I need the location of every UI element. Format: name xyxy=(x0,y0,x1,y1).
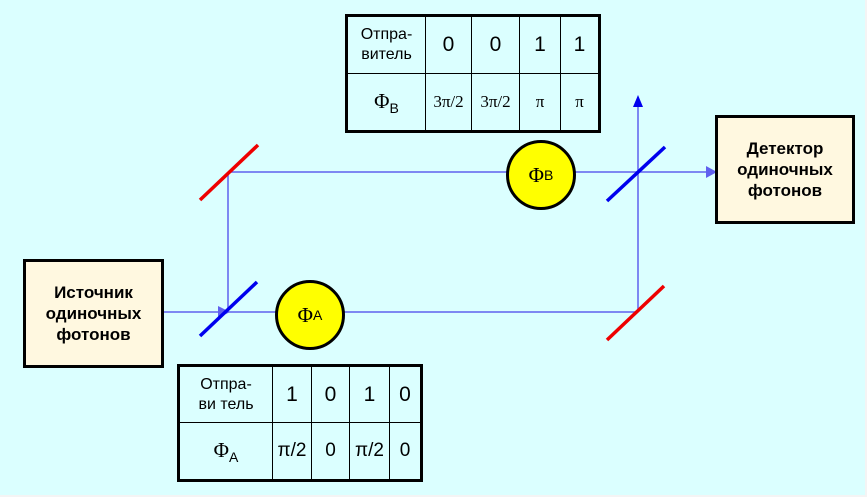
arrow-up-output-icon xyxy=(633,95,643,107)
detector-label-line: одиночных xyxy=(737,160,833,179)
phase-header-cell: ΦB xyxy=(346,73,426,132)
sender-bit-cell: 1 xyxy=(560,15,600,74)
table-row-phase: ΦB 3π/2 3π/2 π π xyxy=(346,73,600,132)
sender-bit-cell: 0 xyxy=(425,15,472,74)
phase-table-a: Отпра- ви тель 1 0 1 0 ΦA π/2 0 π/2 0 xyxy=(177,364,423,482)
photon-source-box: Источник одиночных фотонов xyxy=(23,259,164,368)
source-label-line: одиночных xyxy=(45,304,142,323)
phase-value-cell: 3π/2 xyxy=(425,73,472,132)
arrow-detector-icon xyxy=(706,166,717,178)
source-label-line: фотонов xyxy=(56,325,131,344)
photon-detector-box: Детектор одиночных фотонов xyxy=(715,115,855,224)
phase-shifter-a-symbol: Φ xyxy=(297,302,313,327)
header-line: Отпра- xyxy=(360,26,413,43)
header-line: витель xyxy=(361,46,412,63)
source-label-line: Источник xyxy=(54,283,133,302)
header-line: ви тель xyxy=(198,395,254,413)
phi-subscript: B xyxy=(389,99,399,116)
table-row-sender: Отпра- ви тель 1 0 1 0 xyxy=(178,365,422,423)
mirror-bottom-right xyxy=(605,284,666,342)
phase-header-cell: ΦA xyxy=(178,422,273,481)
sender-bit-cell: 1 xyxy=(519,15,561,74)
phi-symbol: Φ xyxy=(213,437,229,462)
beam-splitter-input xyxy=(198,280,259,338)
sender-bit-cell: 0 xyxy=(311,365,350,423)
mirror-top-left xyxy=(198,143,260,202)
phase-shifter-b-subscript: B xyxy=(544,167,554,183)
table-row-sender: Отпра- витель 0 0 1 1 xyxy=(346,15,600,74)
phase-table-b: Отпра- витель 0 0 1 1 ΦB 3π/2 3π/2 π π xyxy=(345,14,601,133)
header-line: Отпра- xyxy=(200,375,252,393)
sender-bit-cell: 1 xyxy=(349,365,390,423)
phase-value-cell: 0 xyxy=(389,422,422,481)
phase-shifter-b-symbol: Φ xyxy=(528,162,544,187)
phi-symbol: Φ xyxy=(374,88,390,113)
sender-bit-cell: 0 xyxy=(471,15,520,74)
detector-label-line: Детектор xyxy=(746,139,824,158)
sender-bit-cell: 1 xyxy=(272,365,312,423)
phase-shifter-a-subscript: A xyxy=(313,307,323,323)
sender-bit-cell: 0 xyxy=(389,365,422,423)
phase-value-cell: 3π/2 xyxy=(471,73,520,132)
detector-label-line: фотонов xyxy=(747,181,823,200)
beam-splitter-output xyxy=(605,145,667,203)
phase-value-cell: 0 xyxy=(311,422,350,481)
phi-subscript: A xyxy=(229,448,239,465)
phase-value-cell: π xyxy=(560,73,600,132)
sender-header-cell: Отпра- витель xyxy=(346,15,426,74)
phase-value-cell: π/2 xyxy=(272,422,312,481)
phase-value-cell: π/2 xyxy=(349,422,390,481)
phase-value-cell: π xyxy=(519,73,561,132)
sender-header-cell: Отпра- ви тель xyxy=(178,365,273,423)
table-row-phase: ΦA π/2 0 π/2 0 xyxy=(178,422,422,481)
